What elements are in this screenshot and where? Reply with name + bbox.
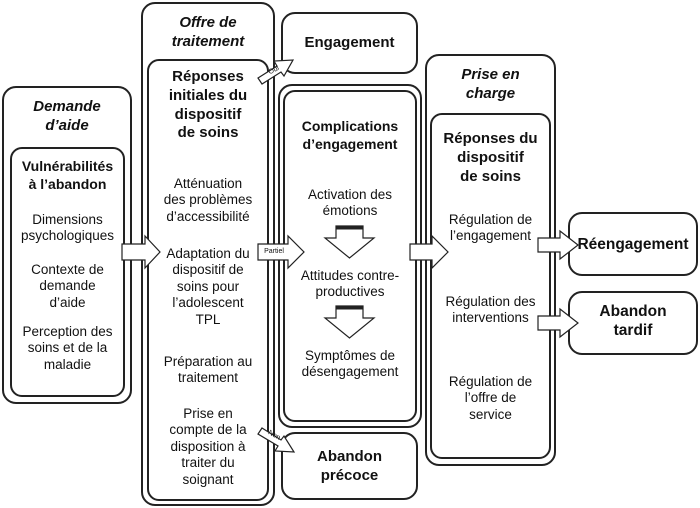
offre-item-4: Prise en compte de la disposition à trai… — [169, 406, 247, 487]
offre-inner-box — [147, 59, 269, 501]
demande-item-1: Dimensions psychologiques — [20, 212, 115, 244]
demande-item-3: Perception des soins et de la maladie — [22, 324, 113, 372]
demande-inner-box — [10, 147, 125, 397]
demande-header: Demande d’aide — [33, 98, 101, 134]
offre-title: Réponses initiales du dispositif de soin… — [168, 68, 248, 142]
vulnerabilites-title: Vulnérabilités à l’abandon — [21, 158, 114, 192]
reengagement-label: Réengagement — [577, 236, 689, 253]
abandon-precoce-label: Abandon précoce — [317, 448, 382, 484]
engagement-label: Engagement — [304, 34, 395, 51]
arrow-label-partiel: Partiel — [264, 248, 284, 255]
complications-item-2: Attitudes contre- productives — [300, 268, 400, 300]
offre-item-2: Adaptation du dispositif de soins pour l… — [166, 246, 250, 327]
abandon-precoce-box — [281, 432, 418, 500]
complications-item-3: Symptômes de désengagement — [301, 348, 399, 380]
complications-item-1: Activation des émotions — [307, 187, 393, 219]
prise-item-3: Régulation de l’offre de service — [448, 374, 533, 422]
abandon-tardif-box — [568, 291, 698, 355]
offre-header: Offre de traitement — [171, 14, 245, 50]
prise-header: Prise en charge — [461, 66, 520, 102]
prise-item-1: Régulation de l’engagement — [448, 212, 533, 244]
reengagement-box — [568, 212, 698, 276]
offre-item-1: Atténuation des problèmes d’accessibilit… — [163, 176, 253, 224]
complications-title: Complications d’engagement — [301, 118, 399, 152]
demande-item-2: Contexte de demande d’aide — [31, 262, 104, 310]
prise-item-2: Régulation des interventions — [445, 294, 536, 326]
offre-item-3: Préparation au traitement — [163, 354, 253, 386]
prise-inner-box — [430, 113, 551, 459]
prise-title: Réponses du dispositif de soins — [443, 130, 538, 185]
abandon-tardif-label: Abandon tardif — [599, 303, 667, 339]
engagement-box — [281, 12, 418, 74]
